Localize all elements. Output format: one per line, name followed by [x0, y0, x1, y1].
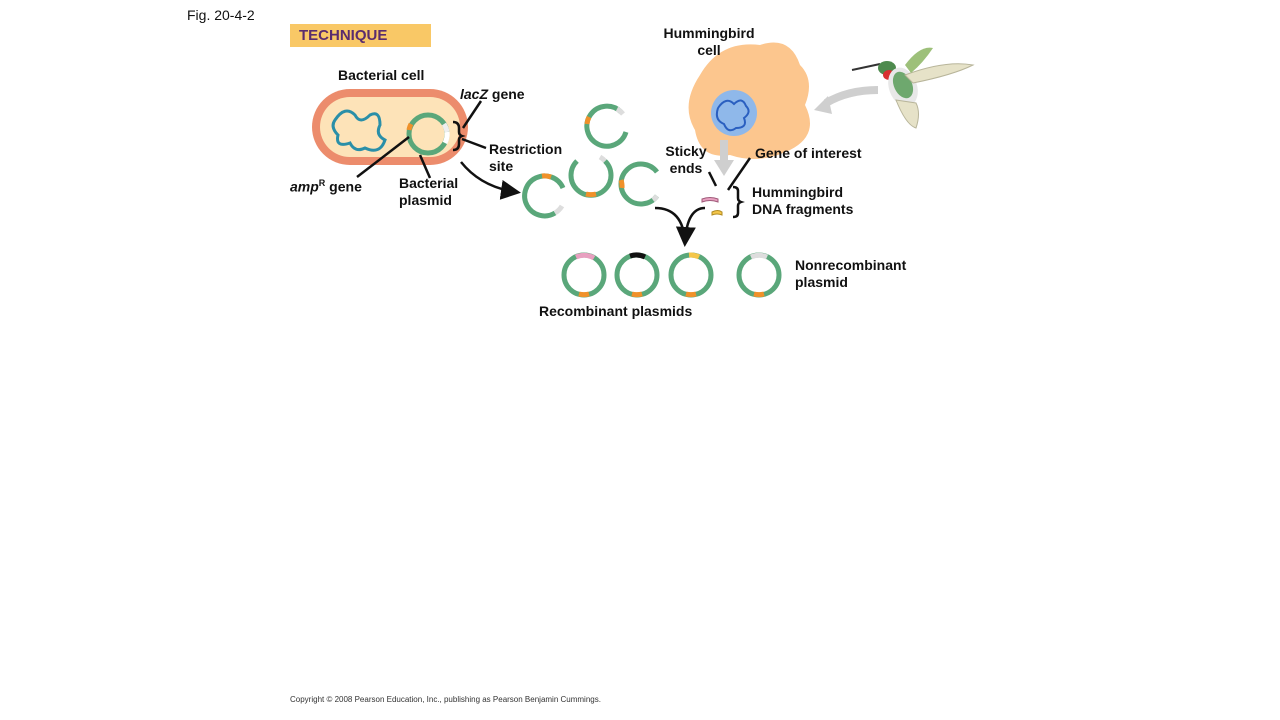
recombinant-plasmids: [561, 252, 782, 298]
hummingbird-cell: [688, 42, 810, 159]
cut-plasmid: [522, 173, 566, 219]
bacterial-cell: [312, 89, 468, 165]
hummingbird-cell-line1: Hummingbird: [663, 25, 755, 41]
ampr-italic: amp: [290, 178, 319, 195]
bacterial-cell-label: Bacterial cell: [338, 67, 425, 83]
plasmid-leader: [418, 154, 432, 179]
recombinant-plasmid: [614, 252, 660, 298]
merge-arrow-right: [675, 206, 706, 247]
cut-plasmid: [568, 154, 614, 198]
gray-arrow-from-bird: [823, 86, 879, 107]
recombinant-plasmids-label: Recombinant plasmids: [539, 303, 693, 319]
dna-fragments-brace: [732, 185, 745, 219]
ampr-gene-label: ampR gene: [290, 175, 362, 196]
dna-fragment-yellow: [711, 210, 723, 216]
nonrecombinant-line2: plasmid: [795, 274, 848, 290]
gene-of-interest-label: Gene of interest: [755, 145, 862, 161]
lacz-italic: lacZ: [460, 86, 489, 102]
restriction-line2: site: [489, 158, 514, 174]
sticky-ends-label: Sticky ends: [660, 143, 712, 177]
restriction-line1: Restriction: [489, 141, 563, 157]
lacz-rest: gene: [488, 86, 525, 102]
hummingbird-dna-line1: Hummingbird: [752, 184, 843, 200]
arrow-to-cut-plasmids: [460, 161, 521, 200]
lacz-gene-label: lacZ gene: [460, 86, 525, 103]
sticky-ends-line2: ends: [669, 160, 703, 176]
restriction-site-label: Restriction site: [489, 141, 562, 175]
cut-plasmid: [584, 103, 629, 149]
restriction-brace: [452, 120, 466, 152]
recombinant-plasmid: [561, 252, 607, 298]
sticky-ends-leader: [707, 171, 718, 187]
ampr-sup: R: [318, 178, 326, 188]
bacterial-plasmid-line2: plasmid: [399, 192, 452, 208]
cut-plasmid: [618, 161, 659, 207]
nonrecombinant-label: Nonrecombinant plasmid: [795, 257, 906, 291]
restriction-leader: [461, 137, 487, 150]
gene-leader: [726, 157, 752, 191]
recombinant-plasmid: [668, 252, 714, 298]
hummingbird-dna-line2: DNA fragments: [752, 201, 854, 217]
ampr-leader: [356, 136, 410, 178]
technique-header: TECHNIQUE: [290, 24, 431, 47]
hummingbird-dna: [715, 99, 750, 132]
hummingbird-icon: [851, 47, 975, 129]
bacterial-chromosome: [331, 109, 387, 152]
figure-label: Fig. 20-4-2: [187, 7, 255, 23]
bacterial-plasmid-label: Bacterial plasmid: [399, 175, 458, 209]
hummingbird-dna-label: Hummingbird DNA fragments: [752, 184, 853, 218]
lacz-leader: [461, 100, 483, 129]
nonrecombinant-plasmid: [736, 252, 782, 298]
sticky-ends-line1: Sticky: [665, 143, 707, 159]
nonrecombinant-line1: Nonrecombinant: [795, 257, 907, 273]
merge-arrow-left: [654, 206, 687, 243]
cut-plasmids: [522, 103, 659, 219]
hummingbird-cell-line2: cell: [697, 42, 721, 58]
bacterial-plasmid-line1: Bacterial: [399, 175, 459, 191]
ampr-rest: gene: [325, 178, 362, 195]
copyright: Copyright © 2008 Pearson Education, Inc.…: [290, 695, 601, 704]
dna-fragment-pink: [701, 197, 719, 203]
hummingbird-cell-label: Hummingbird cell: [657, 25, 761, 59]
